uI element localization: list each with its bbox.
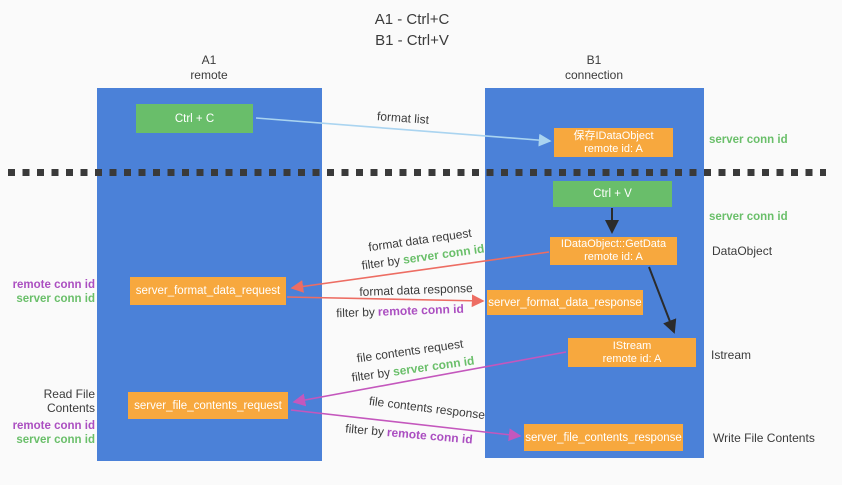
node-ctrl-v-label: Ctrl + V [593,188,632,200]
annotation-server-conn-id-mid: server conn id [709,211,788,223]
node-format-request-label: server_format_data_request [135,285,281,297]
column-a1-header: A1 remote [139,53,279,83]
node-idataobject-getdata: IDataObject::GetData remote id: A [550,237,677,265]
annotation-write-file-contents: Write File Contents [713,431,815,445]
node-save-idataobject: 保存IDataObject remote id: A [554,128,673,157]
node-server-file-contents-response: server_file_contents_response [524,424,683,451]
annotation-remote-conn-id-2: remote conn id [12,420,95,432]
node-istream-line2: remote id: A [602,352,662,365]
diagram-title: A1 - Ctrl+C B1 - Ctrl+V [312,9,512,51]
boundary-dotted-line [8,169,826,176]
node-server-format-data-response: server_format_data_response [487,290,643,315]
node-save-idataobject-line2: remote id: A [584,142,643,155]
node-istream-line1: IStream [612,339,652,352]
node-getdata-line2: remote id: A [584,251,643,263]
column-b1-role: connection [564,68,624,82]
annotation-server-conn-id-top: server conn id [709,134,788,146]
node-getdata-line1: IDataObject::GetData [560,238,667,250]
column-b1-id: B1 [586,53,602,67]
node-ctrl-c: Ctrl + C [136,104,253,133]
annotation-server-conn-id: server conn id [16,293,95,305]
annotation-read-file-contents-block: Read File Contents remote conn id server… [0,387,95,447]
node-server-format-data-request: server_format_data_request [130,277,286,305]
annotation-left-conn-ids: remote conn id server conn id [0,278,95,306]
title-line-2: B1 - Ctrl+V [375,32,449,49]
node-format-response-label: server_format_data_response [488,296,642,309]
label-format-list: format list [376,109,430,127]
column-b1-header: B1 connection [524,53,664,83]
remote-conn-id-text: remote conn id [377,301,465,319]
label-format-data-response: format data response [359,281,473,299]
filter-by-text: filter by [350,365,392,385]
node-file-response-label: server_file_contents_response [525,431,682,444]
filter-by-text: filter by [344,421,385,439]
title-line-1: A1 - Ctrl+C [374,11,450,28]
annotation-dataobject: DataObject [712,244,773,258]
label-file-contents-response: file contents response [368,393,486,423]
annotation-server-conn-id-2: server conn id [16,434,95,446]
remote-conn-id-text: remote conn id [386,425,474,447]
node-file-request-label: server_file_contents_request [134,399,282,412]
annotation-remote-conn-id: remote conn id [12,279,95,291]
node-ctrl-v: Ctrl + V [553,181,672,207]
filter-by-text: filter by [360,253,402,273]
node-ctrl-c-label: Ctrl + C [174,112,215,125]
node-save-idataobject-line1: 保存IDataObject [573,129,654,142]
annotation-istream: Istream [711,348,752,362]
node-istream: IStream remote id: A [568,338,696,367]
column-a1-id: A1 [201,53,217,67]
annotation-read-file-contents: Read File Contents [43,387,95,415]
filter-by-text: filter by [335,304,376,321]
column-a1-role: remote [190,68,228,82]
node-server-file-contents-request: server_file_contents_request [128,392,288,419]
